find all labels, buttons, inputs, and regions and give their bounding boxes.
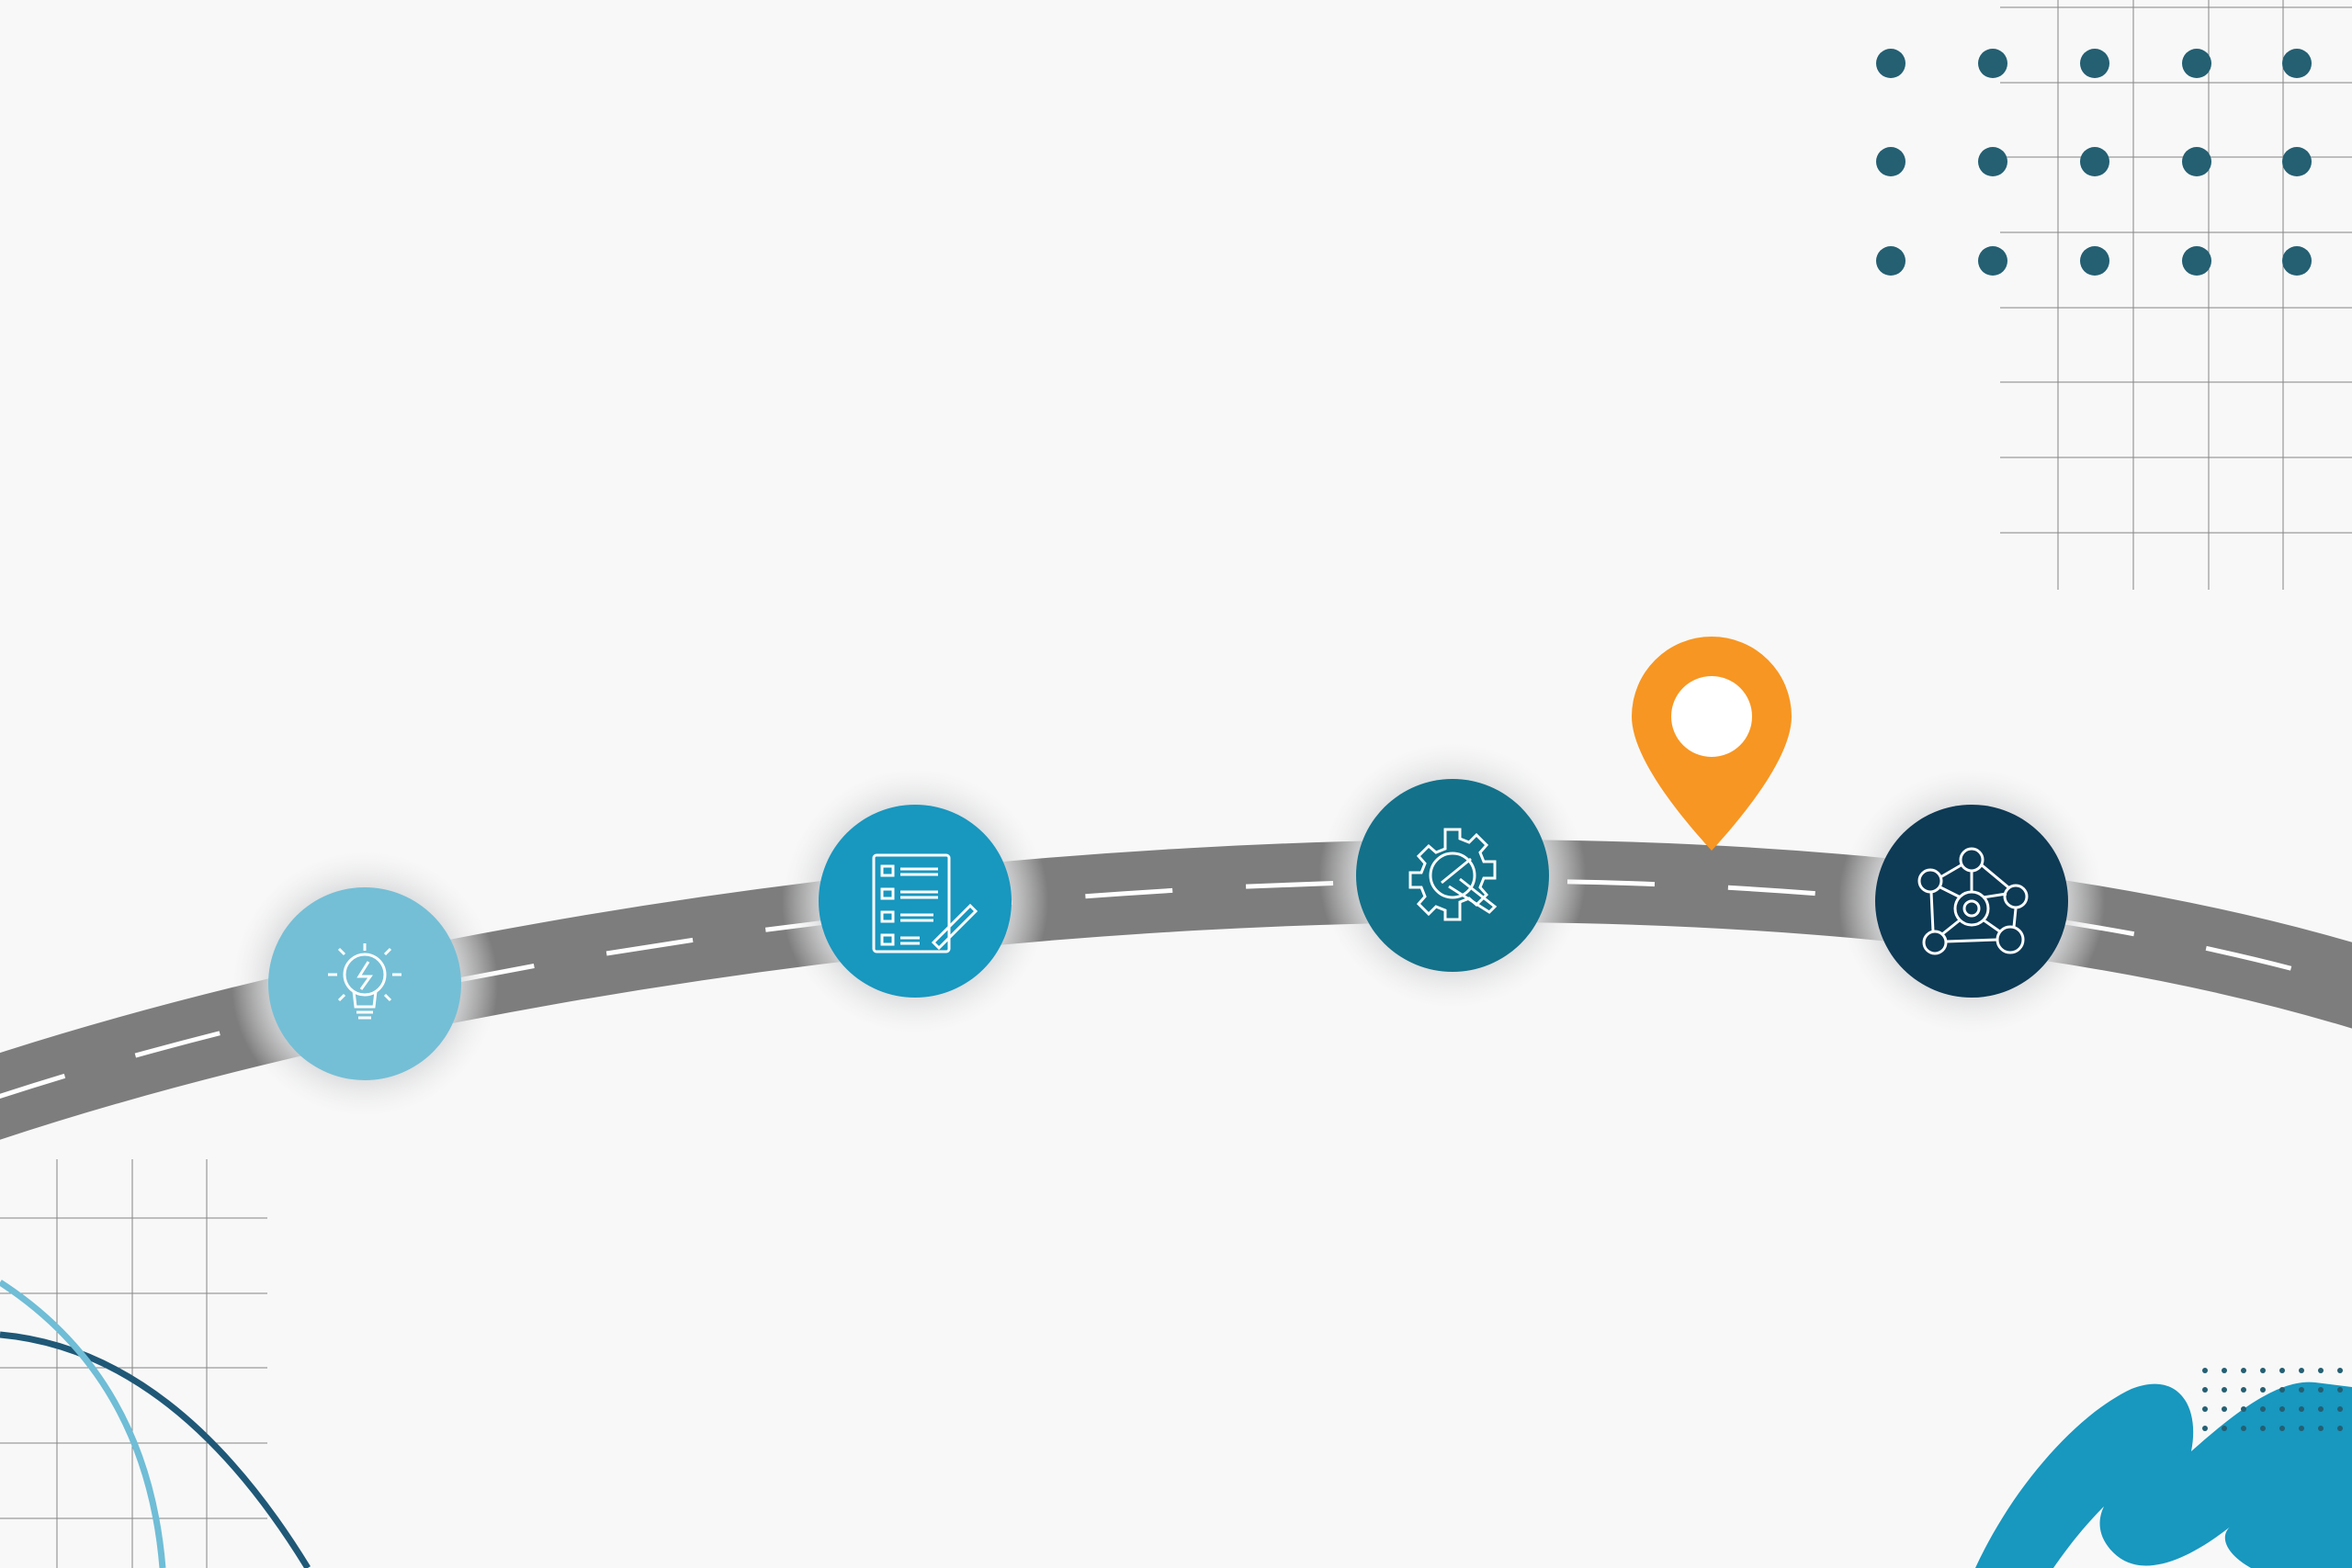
dot	[2182, 147, 2211, 176]
small-dot	[2337, 1387, 2343, 1393]
small-dot	[2260, 1426, 2266, 1431]
small-dot	[2260, 1387, 2266, 1393]
decorative-blob	[1975, 1382, 2352, 1568]
dot	[1978, 49, 2007, 78]
grid-bottom-left	[0, 1159, 267, 1568]
dot-pattern-bottom-right	[2202, 1368, 2343, 1431]
roadmap-step-2	[782, 768, 1048, 1034]
small-dot	[2241, 1406, 2246, 1412]
roadmap-step-3	[1319, 742, 1586, 1009]
small-dot	[2222, 1426, 2227, 1431]
small-dot	[2241, 1368, 2246, 1373]
roadmap-step-1	[232, 851, 498, 1117]
dot	[1978, 147, 2007, 176]
small-dot	[2222, 1368, 2227, 1373]
small-dot	[2279, 1368, 2285, 1373]
small-dot	[2318, 1406, 2324, 1412]
dot	[2080, 246, 2109, 276]
small-dot	[2260, 1406, 2266, 1412]
small-dot	[2337, 1406, 2343, 1412]
small-dot	[2299, 1406, 2304, 1412]
small-dot	[2202, 1426, 2208, 1431]
dot	[1876, 147, 1905, 176]
small-dot	[2279, 1406, 2285, 1412]
dot	[2182, 246, 2211, 276]
small-dot	[2260, 1368, 2266, 1373]
small-dot	[2337, 1368, 2343, 1373]
roadmap-step-4	[1838, 768, 2105, 1034]
dot-pattern-top-right	[1876, 49, 2312, 276]
dot	[2182, 49, 2211, 78]
dot	[2282, 147, 2312, 176]
small-dot	[2279, 1426, 2285, 1431]
dot	[1876, 246, 1905, 276]
dot	[1978, 246, 2007, 276]
location-pin-icon	[1632, 637, 1792, 851]
step-circle	[819, 805, 1012, 998]
small-dot	[2222, 1406, 2227, 1412]
small-dot	[2241, 1387, 2246, 1393]
gear-network-icon	[1917, 847, 2029, 955]
lightbulb-icon	[328, 943, 401, 1020]
dot	[1876, 49, 1905, 78]
small-dot	[2299, 1426, 2304, 1431]
dot	[2080, 49, 2109, 78]
small-dot	[2299, 1387, 2304, 1393]
small-dot	[2318, 1368, 2324, 1373]
small-dot	[2241, 1426, 2246, 1431]
small-dot	[2318, 1426, 2324, 1431]
small-dot	[2202, 1406, 2208, 1412]
small-dot	[2202, 1368, 2208, 1373]
small-dot	[2222, 1387, 2227, 1393]
small-dot	[2337, 1426, 2343, 1431]
small-dot	[2318, 1387, 2324, 1393]
dot	[2282, 246, 2312, 276]
dot	[2282, 49, 2312, 78]
grid-top-right	[2000, 0, 2352, 590]
decorative-curve-dark	[0, 1331, 311, 1568]
small-dot	[2299, 1368, 2304, 1373]
checklist-icon	[872, 853, 978, 953]
gear-wrench-icon	[1408, 828, 1498, 921]
dot	[2080, 147, 2109, 176]
small-dot	[2202, 1387, 2208, 1393]
decorative-curve-light	[0, 1280, 166, 1568]
small-dot	[2279, 1387, 2285, 1393]
